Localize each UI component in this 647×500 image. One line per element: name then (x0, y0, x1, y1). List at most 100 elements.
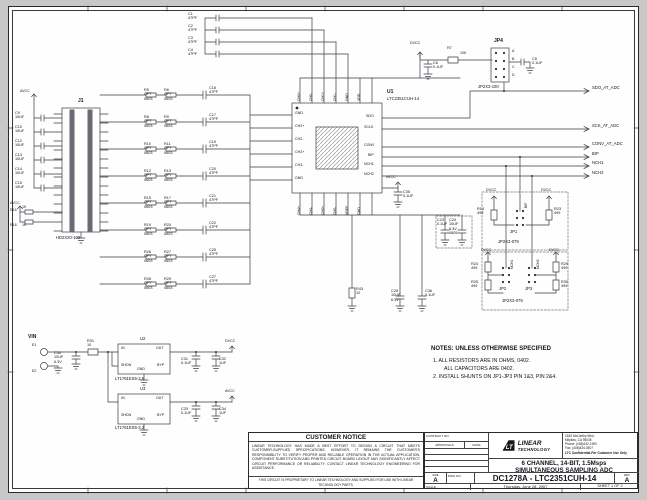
jumper-signal-label: BIP (524, 202, 528, 208)
schematic-sheet (8, 6, 639, 493)
dvcc-rail-label: DVCC (481, 248, 492, 252)
ic-pin-label: NCH1 (364, 162, 374, 166)
jp4-pin-letter: A (512, 49, 515, 53)
ref-line: R29 (164, 277, 171, 281)
dwg-no-label: DWG NO. (447, 473, 475, 484)
val-line: 47PF (209, 144, 219, 149)
val-line: OPT (164, 146, 172, 151)
dvcc-rail-label: DVCC (486, 188, 497, 192)
u2-pin-out: OUT (156, 346, 164, 350)
val-line: 47PF (209, 198, 219, 203)
ic-pin-label: CH4- (309, 206, 313, 215)
customer-notice-footer: THIS CIRCUIT IS PROPRIETARY TO LINEAR TE… (249, 476, 423, 488)
u3-pin-shdn: SHDN (121, 413, 132, 417)
ref-line: C25 (209, 248, 216, 252)
val-line: OPT (144, 119, 152, 124)
jp3-ref: JP3 (525, 286, 533, 291)
signal-flag-label: SCK_AT_ADC (592, 123, 620, 128)
notes-title: NOTES: UNLESS OTHERWISE SPECIFIED (431, 346, 551, 352)
ref-line: C15 (15, 181, 22, 185)
ref-line: R8 (144, 115, 149, 119)
address-line: Fax: (408)434-0507 (565, 446, 593, 450)
frame-ticks (7, 5, 640, 494)
ref-line: R25 (471, 280, 478, 284)
j1-and-left-caps-wires (19, 99, 109, 239)
ref-line: C32 (219, 357, 226, 361)
signal-flag-label: NCH1 (592, 160, 604, 165)
val-line: 499 (561, 284, 568, 289)
ref-line: C19 (209, 140, 216, 144)
right-flag-arrows (583, 88, 590, 179)
dvcc-rail-label: DVCC (549, 248, 560, 252)
val-line: OPT (164, 281, 172, 286)
pkg-line: 0603 (164, 285, 173, 290)
ref-line: R43 (356, 287, 363, 291)
avcc-rail-label: AVCC (10, 201, 20, 205)
jp4-body (490, 47, 510, 83)
pkg-line: 0805 (449, 230, 458, 235)
ref-line: C17 (209, 113, 216, 117)
u3-part: LT1761ES5-3.3 (115, 425, 145, 430)
ic-bus-wires (299, 17, 467, 307)
date-label: DATE (465, 442, 489, 449)
u2-pin-shdn: SHDN (121, 363, 132, 367)
ref-line: R13 (164, 169, 171, 173)
note-line: 6.3V (449, 226, 457, 231)
u2-ref: U2 (140, 336, 146, 341)
val-line: 47PF (188, 28, 198, 33)
avcc-mid-wires (381, 187, 403, 203)
ref-line: C13 (15, 153, 22, 157)
signal-flag-label: SDO_AT_ADC (592, 85, 620, 90)
ref-line: C27 (209, 275, 216, 279)
val-line: 10 (356, 291, 361, 296)
size-cell: SIZE A (425, 473, 447, 484)
val-line: OPT (164, 173, 172, 178)
u3-ref: U3 (140, 386, 146, 391)
e2-turret (40, 362, 48, 370)
contract-no-label: CONTRACT NO. (425, 433, 489, 442)
jp4-pin-letter: B (512, 57, 515, 61)
dvcc-rail-label: DVCC (225, 339, 236, 343)
val-line: 47PF (209, 90, 219, 95)
jp4-ref: JP4 (494, 38, 503, 44)
customer-notice-box: CUSTOMER NOTICE LINEAR TECHNOLOGY HAS MA… (248, 432, 424, 489)
val-line: 47PF (188, 40, 198, 45)
drawing-title-line2: SIMULTANEOUS SAMPLING ADC (515, 467, 613, 473)
jp4-part: JP2X3-100 (478, 84, 499, 89)
jp1-ref: JP1 (510, 229, 518, 234)
linear-technology-logo-icon: LT (502, 440, 515, 451)
ic-pin-label: BIP (368, 153, 374, 157)
val-line: 47PF (188, 16, 198, 21)
u3-pin-out: OUT (156, 396, 164, 400)
val-line: 499 (561, 266, 568, 271)
ic-pin-label: CONV (364, 143, 375, 147)
rev-label: REV (624, 473, 630, 477)
ref-line: R10 (144, 142, 151, 146)
ref-line: R11 (164, 142, 171, 146)
val-line: OPT (164, 254, 172, 259)
u2-part: LT1761ES5-2.5 (115, 376, 145, 381)
ref-line: R17 (164, 196, 171, 200)
u2-regulator-body (117, 343, 171, 375)
ref-line: R24 (471, 262, 478, 266)
ic-pin-label: CH3- (295, 163, 304, 167)
ref-line: C31 (181, 357, 188, 361)
